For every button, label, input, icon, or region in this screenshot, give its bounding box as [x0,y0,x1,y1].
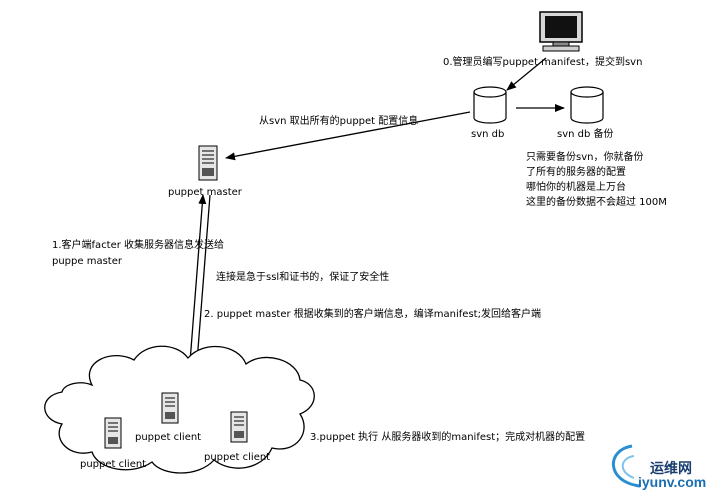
client-label: puppet client [135,432,202,443]
ssl-note-label: 连接是急于ssl和证书的，保证了安全性 [216,272,390,283]
svn-backup-label: svn db 备份 [557,129,614,140]
watermark-logo-icon [612,444,641,488]
svn-db-label: svn db [471,129,505,140]
client-label: puppet client [204,452,271,463]
arrow-facts-upload [189,194,207,363]
fetch-config-label: 从svn 取出所有的puppet 配置信息 [259,116,419,127]
cloud-shape [44,345,315,474]
arrow-catalog-download [193,194,211,363]
client-label: puppet client [80,459,147,470]
arrow-commit [506,57,547,91]
backup-note-line: 了所有的服务器的配置 [526,167,626,178]
server-icon [198,145,218,181]
watermark-cn: 运维网 [650,461,692,477]
step3-label: 3.puppet 执行 从服务器收到的manifest；完成对机器的配置 [310,432,586,443]
backup-note-line: 只需要备份svn，你就备份 [526,152,644,163]
server-icon [161,392,179,424]
database-icon [570,86,604,124]
watermark-en: iyunv.com [638,474,707,490]
database-icon [473,86,507,124]
backup-note: 只需要备份svn，你就备份 了所有的服务器的配置 哪怕你的机器是上万台 这里的备… [526,150,667,210]
step1-label-line1: 1.客户端facter 收集服务器信息发送给 [52,240,225,251]
backup-note-line: 这里的备份数据不会超过 100M [526,197,667,208]
step1-label-line2: puppe master [52,256,122,267]
backup-note-line: 哪怕你的机器是上万台 [526,182,626,193]
step2-label: 2. puppet master 根据收集到的客户端信息，编译manifest;… [204,309,541,320]
server-icon [230,411,248,443]
puppet-master-label: puppet master [168,187,242,198]
computer-monitor-icon [539,11,583,52]
server-icon [104,417,122,449]
arrow-fetch-config [225,111,471,161]
step0-label: 0.管理员编写puppet manifest，提交到svn [443,57,643,68]
